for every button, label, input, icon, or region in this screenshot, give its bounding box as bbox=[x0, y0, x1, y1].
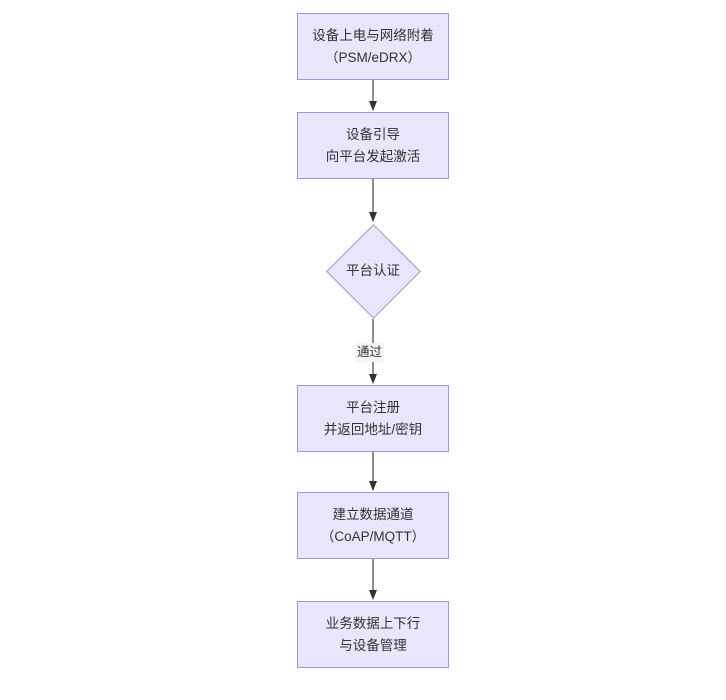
node-label-line: 平台认证 bbox=[346, 263, 400, 278]
node-label-line: （CoAP/MQTT） bbox=[320, 528, 426, 544]
node-label-line: 并返回地址/密钥 bbox=[323, 421, 423, 437]
node-device-bootstrap[interactable]: 设备引导 向平台发起激活 bbox=[297, 112, 449, 179]
node-business-data-and-device-management[interactable]: 业务数据上下行 与设备管理 bbox=[297, 601, 449, 668]
node-device-power-on[interactable]: 设备上电与网络附着 （PSM/eDRX） bbox=[297, 13, 449, 80]
node-platform-register[interactable]: 平台注册 并返回地址/密钥 bbox=[297, 385, 449, 452]
node-label-line: 业务数据上下行 bbox=[325, 615, 421, 631]
edge-label-pass: 通过 bbox=[355, 343, 385, 362]
node-label-line: 设备引导 bbox=[346, 126, 400, 142]
node-label-line: （PSM/eDRX） bbox=[324, 49, 422, 65]
node-label-line: 建立数据通道 bbox=[332, 506, 414, 522]
node-label-line: 设备上电与网络附着 bbox=[312, 27, 434, 43]
node-label-line: 向平台发起激活 bbox=[325, 148, 421, 164]
node-label-line: 与设备管理 bbox=[339, 637, 407, 653]
node-establish-data-channel[interactable]: 建立数据通道 （CoAP/MQTT） bbox=[297, 492, 449, 559]
node-platform-auth-decision[interactable]: 平台认证 bbox=[325, 223, 421, 319]
node-label-line: 平台注册 bbox=[346, 399, 400, 415]
